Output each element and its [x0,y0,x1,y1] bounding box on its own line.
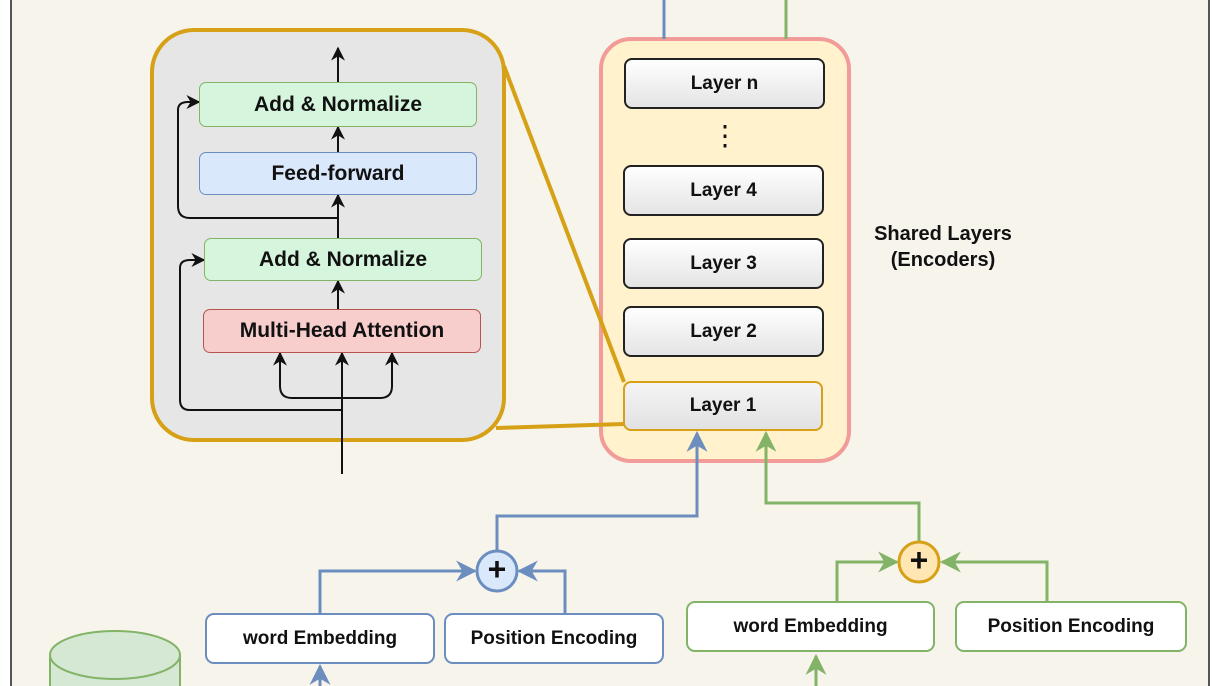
q-branch-arrow [273,351,342,399]
residual-arrow-bottom [179,253,342,411]
green-pos-enc-to-sum-arrow [939,551,1049,601]
add-normalize-bottom-block: Add & Normalize [204,238,482,281]
layer-1-block: Layer 1 [623,381,823,431]
green-sum-to-layer1-arrow [755,430,921,543]
right-word-embedding-box: word Embedding [686,601,935,652]
shared-layers-label-line1: Shared Layers [874,223,1012,245]
multi-head-attention-block: Multi-Head Attention [203,309,481,353]
blue-sum-node [475,549,519,593]
shared-layers-label-line2: (Encoders) [890,249,996,271]
layer-4-block: Layer 4 [623,165,824,216]
right-position-encoding-box: Position Encoding [955,601,1187,652]
green-sum-node [897,540,941,584]
left-word-embedding-box: word Embedding [205,613,435,664]
residual-arrow-top [177,95,338,219]
layer-3-block: Layer 3 [623,238,824,289]
layer-ellipsis: ⋮ [711,119,739,151]
v-branch-arrow [342,351,399,399]
add-normalize-top-block: Add & Normalize [199,82,477,127]
zoom-connector-top [502,65,626,383]
layer-n-block: Layer n [624,58,825,109]
green-sum-symbol: + [909,541,929,578]
blue-word-emb-to-sum-arrow [318,560,478,613]
green-word-emb-to-sum-arrow [835,551,900,601]
database-icon [49,630,181,686]
left-position-encoding-box: Position Encoding [444,613,664,664]
blue-sum-to-layer1-arrow [495,430,708,552]
blue-pos-enc-to-sum-arrow [516,560,567,613]
layer-2-block: Layer 2 [623,306,824,357]
shared-layers-label: Shared Layers (Encoders) [848,221,1038,273]
zoom-connector-bottom [495,422,625,430]
blue-sum-symbol: + [487,550,507,587]
feed-forward-block: Feed-forward [199,152,477,195]
